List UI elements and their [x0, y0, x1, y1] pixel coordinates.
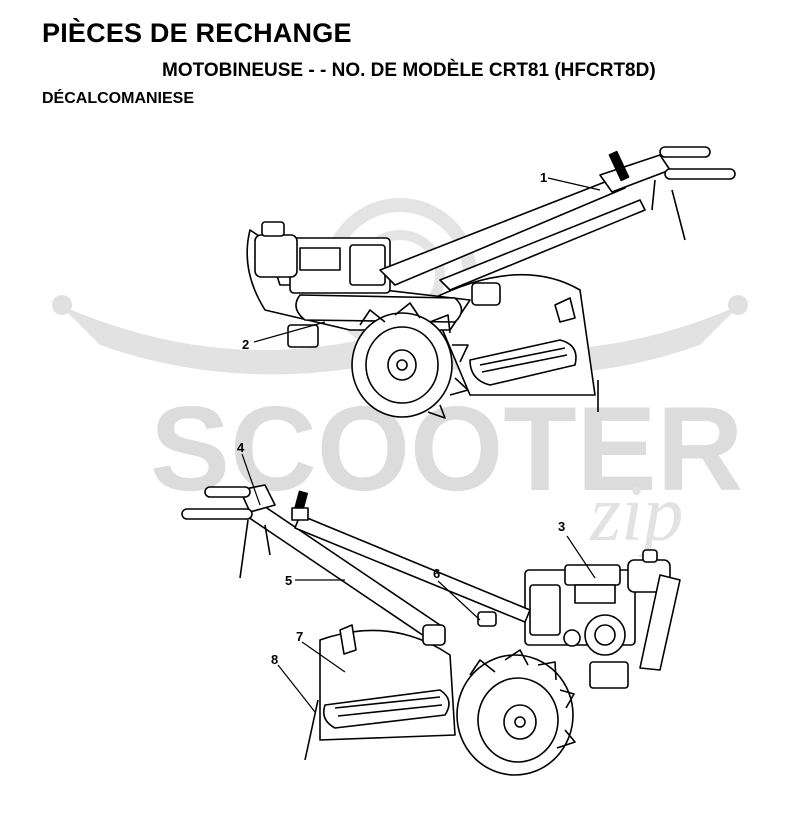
callout-5: 5	[285, 573, 292, 588]
callout-6: 6	[433, 566, 440, 581]
callout-labels: 1 2 3 4 5 6 7 8	[237, 170, 565, 667]
callout-1: 1	[540, 170, 547, 185]
callout-7: 7	[296, 629, 303, 644]
callout-leaders	[241, 177, 601, 713]
model-subtitle: MOTOBINEUSE - - NO. DE MODÈLE CRT81 (HFC…	[162, 60, 656, 81]
tiller-top-view	[246, 146, 736, 419]
callout-2: 2	[242, 337, 249, 352]
page-title: PIÈCES DE RECHANGE	[42, 18, 352, 48]
watermark-script: zip	[589, 470, 683, 558]
section-title: DÉCALCOMANIESE	[42, 90, 195, 107]
callout-4: 4	[237, 440, 245, 455]
callout-3: 3	[558, 519, 565, 534]
callout-8: 8	[271, 652, 278, 667]
